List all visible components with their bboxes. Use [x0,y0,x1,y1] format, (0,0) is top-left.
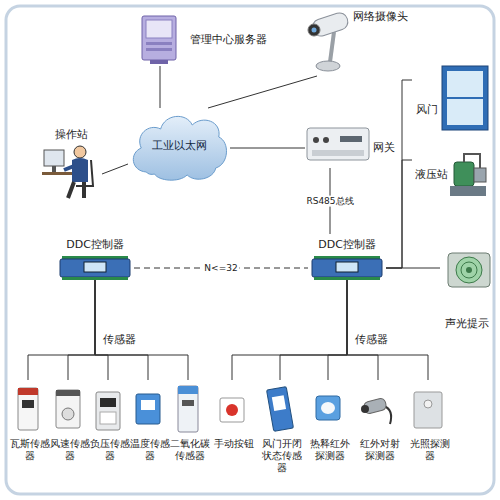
sensor-node: 瓦斯传感器 [8,380,51,480]
node-label: 网关 [373,141,395,154]
connector-line [68,280,95,380]
panel-frame [6,6,494,494]
connector-line [347,280,428,380]
gas-sensor-icon [18,388,38,430]
sensor-node: 手动按钮 [212,380,255,480]
node-label: 二氧化碳传感器 [169,438,210,462]
node-label: 声光提示 [445,317,489,330]
damper-icon [442,66,488,130]
sensor-node: 光照探测器 [408,380,451,480]
connector-line [280,280,347,380]
connector-line [102,164,128,174]
connector-line [230,148,305,149]
connector-line [232,280,347,380]
controller-device [312,256,382,280]
node-label: 工业以太网 [152,139,207,152]
node-label: 液压站 [415,168,448,181]
server-icon [142,16,176,64]
connector-line [347,280,378,380]
camera-node: 网络摄像头 [305,8,425,76]
operator-icon [42,146,93,198]
controller-device [60,256,130,280]
node-label: 负压传感器 [89,438,130,462]
node-label: 红外对射探测器 [359,438,400,462]
node-label: 风门 [416,103,438,116]
connector-line [386,80,412,268]
sensor-node: 二氧化碳传感器 [168,380,211,480]
hydraulic-node: 液压站 [412,148,490,202]
node-label: 热释红外探测器 [309,438,350,462]
node-label: 手动按钮 [213,438,254,450]
camera-icon [308,11,350,71]
damper-node: 风门 [412,62,490,134]
controller-node: DDC控制器 [56,234,134,280]
sensor-node: 红外对射探测器 [358,380,401,480]
sensor-node: 负压传感器 [88,380,131,480]
alarm-node: 声光提示 [440,250,494,332]
connector-line [95,280,148,380]
sensor-node: 风速传感器 [48,380,91,480]
node-label: DDC控制器 [318,238,376,251]
edge-label: N<=32 [202,263,239,274]
node-label: 风速传感器 [49,438,90,462]
button-icon [220,398,244,422]
node-label: 网络摄像头 [353,10,408,23]
bus-label: 传感器 [103,333,136,346]
connector-line [28,280,95,380]
connector-line [160,66,161,108]
sensor-node: 热释红外探测器 [308,380,351,480]
node-label: 管理中心服务器 [190,33,267,46]
light-detector-icon [414,392,442,428]
alarm-icon [448,253,490,287]
connector-line [95,280,108,380]
controller-node: DDC控制器 [308,234,386,280]
node-label: 操作站 [55,128,88,141]
pressure-sensor-icon [96,392,120,430]
gateway-node: 网关 [305,118,400,168]
network-cloud: 工业以太网 [128,108,230,184]
node-label: 瓦斯传感器 [9,438,50,462]
sensor-node: 温度传感器 [128,380,171,480]
connector-line [386,268,440,269]
hydraulic-icon [450,154,486,196]
server-node: 管理中心服务器 [138,14,273,66]
node-label: 光照探测器 [409,438,450,462]
connector-line [328,280,347,380]
node-label: 温度传感器 [129,438,170,462]
co2-sensor-icon [178,386,198,432]
pir-detector-icon [316,396,340,420]
operator-node: 操作站 [40,124,102,202]
edge-label: RS485总线 [304,196,355,207]
wind-sensor-icon [56,390,80,428]
sensor-node: 风门开闭状态传感器 [260,380,303,480]
node-label: DDC控制器 [66,238,124,251]
temperature-sensor-icon [136,394,160,424]
bus-label: 传感器 [355,333,388,346]
door-switch-icon [267,387,294,432]
connector-line [386,160,412,268]
node-label: 风门开闭状态传感器 [261,438,302,474]
beam-detector-icon [361,397,391,424]
gateway-icon [307,128,369,160]
connector-line [95,280,188,380]
connector-line [208,76,317,108]
